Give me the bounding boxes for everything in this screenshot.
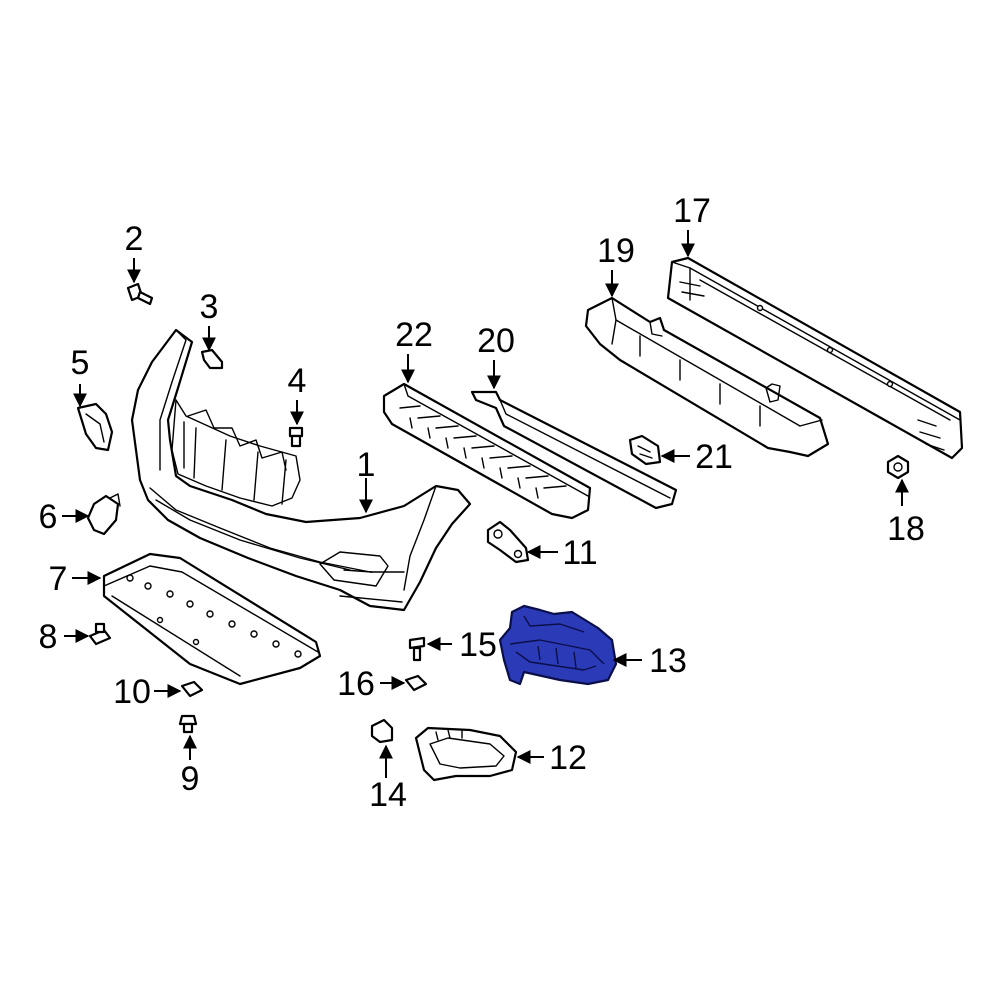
part-14-clip bbox=[370, 718, 394, 744]
part-7-deflector bbox=[102, 552, 322, 686]
part-18-nut bbox=[886, 454, 910, 480]
part-17-reinforcement-bar bbox=[666, 256, 964, 460]
callout-15: 15 bbox=[459, 626, 497, 664]
part-13-fog-lamp-highlighted bbox=[498, 604, 618, 686]
callout-5: 5 bbox=[71, 344, 90, 382]
leader-lines bbox=[62, 230, 909, 778]
callout-21: 21 bbox=[695, 438, 733, 476]
part-10-nut bbox=[180, 680, 204, 698]
callout-11: 11 bbox=[562, 534, 597, 572]
part-4-bolt bbox=[288, 426, 304, 448]
part-3-clip bbox=[200, 348, 224, 370]
part-12-fog-bezel bbox=[414, 726, 518, 782]
callout-6: 6 bbox=[39, 498, 58, 536]
part-20-molding bbox=[470, 390, 678, 510]
part-5-bracket bbox=[76, 402, 114, 452]
callout-18: 18 bbox=[887, 510, 925, 548]
callout-16: 16 bbox=[337, 665, 375, 703]
part-11-bracket bbox=[486, 520, 530, 564]
part-2-bolt bbox=[126, 282, 154, 306]
callout-labels: 1 2 3 4 5 6 7 8 9 10 11 12 13 14 15 16 1… bbox=[39, 192, 925, 814]
callout-14: 14 bbox=[369, 776, 407, 814]
callout-17: 17 bbox=[673, 192, 711, 230]
part-9-bolt bbox=[178, 714, 198, 734]
callout-7: 7 bbox=[49, 560, 68, 598]
part-6-tow-cover bbox=[86, 493, 121, 536]
callout-9: 9 bbox=[181, 760, 200, 798]
part-15-bolt bbox=[408, 636, 426, 662]
callout-3: 3 bbox=[200, 288, 219, 326]
callout-13: 13 bbox=[649, 642, 687, 680]
callout-8: 8 bbox=[39, 618, 58, 656]
callout-2: 2 bbox=[125, 220, 144, 258]
part-22-grille-insert bbox=[382, 382, 592, 520]
callout-20: 20 bbox=[477, 322, 515, 360]
callout-12: 12 bbox=[549, 739, 587, 777]
part-8-push-pin bbox=[88, 622, 112, 646]
callout-19: 19 bbox=[597, 232, 635, 270]
part-19-absorber bbox=[584, 296, 830, 458]
callout-4: 4 bbox=[288, 362, 307, 400]
part-1-bumper-cover bbox=[130, 328, 472, 612]
callout-1: 1 bbox=[357, 446, 376, 484]
callout-22: 22 bbox=[395, 316, 433, 354]
part-16-nut bbox=[404, 674, 428, 692]
callout-10: 10 bbox=[113, 673, 151, 711]
part-21-clip bbox=[628, 434, 662, 466]
